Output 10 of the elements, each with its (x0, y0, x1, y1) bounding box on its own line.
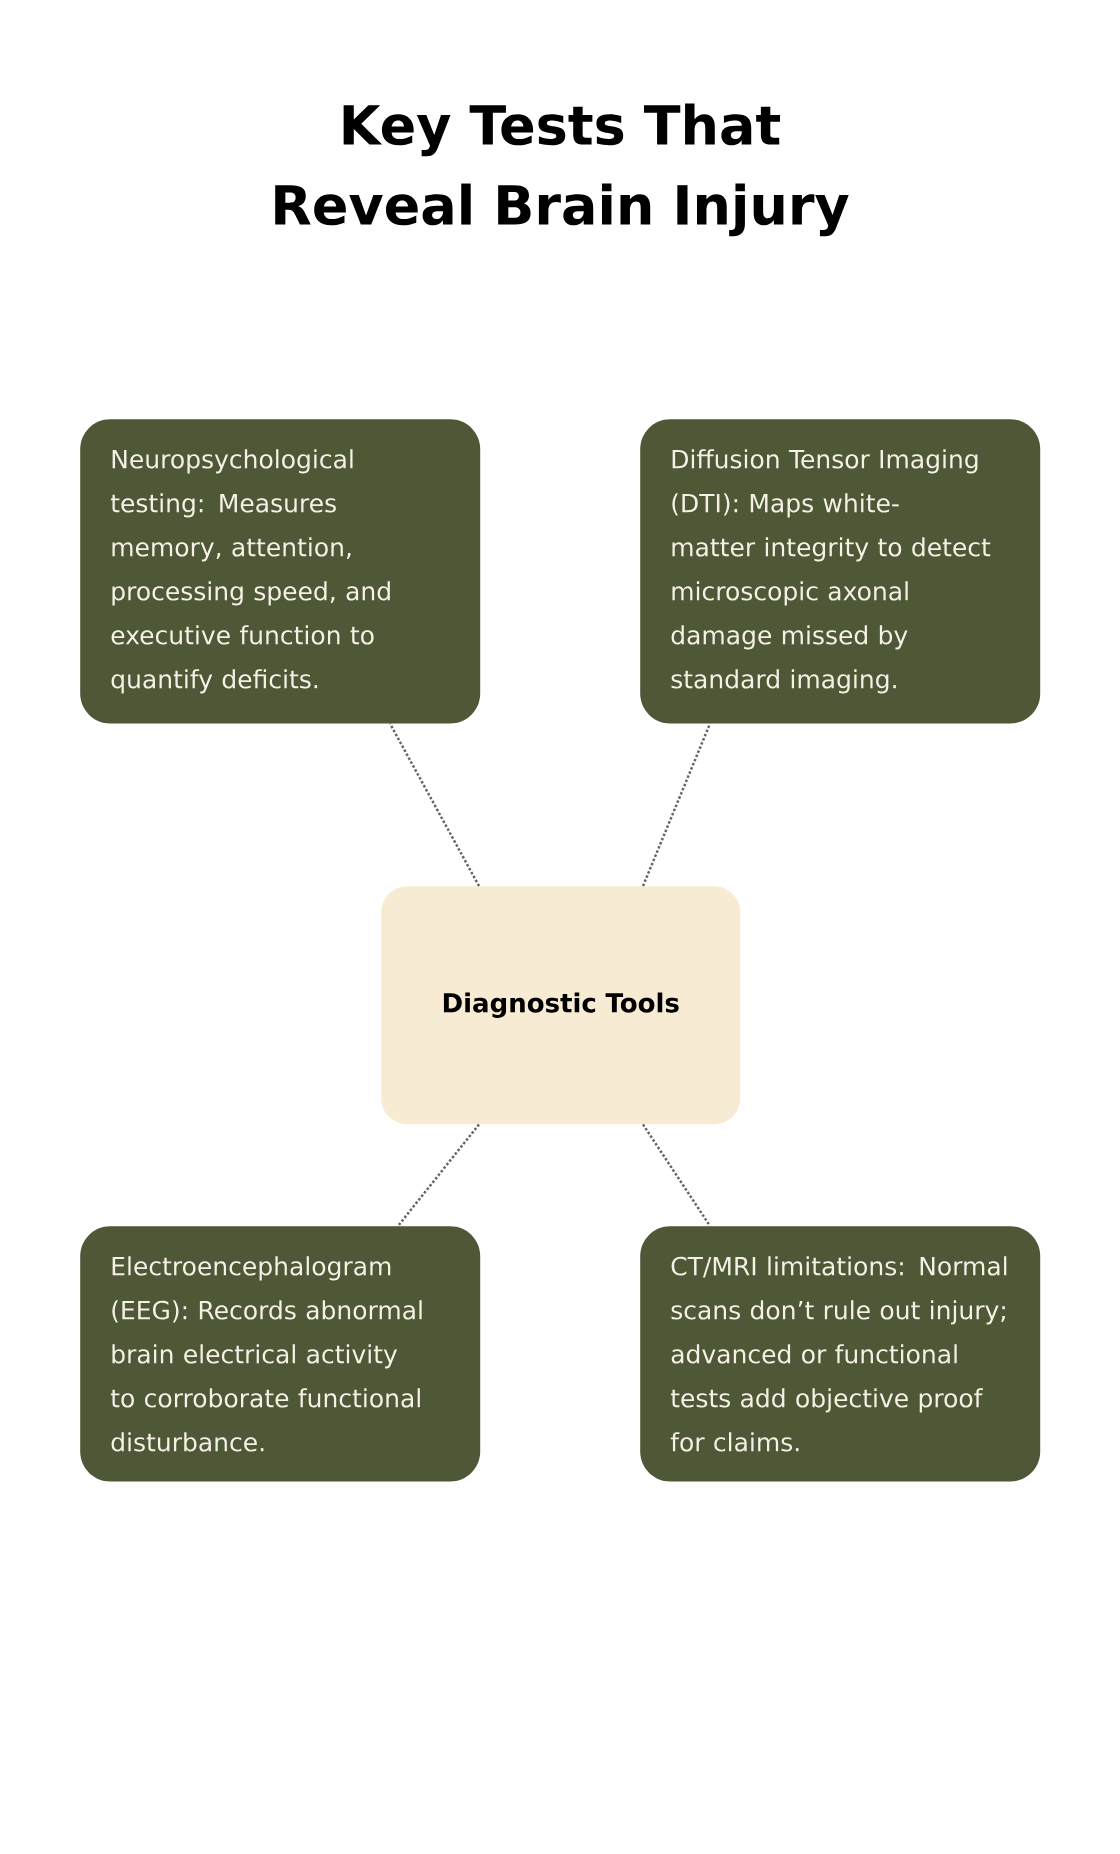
center-box: Diagnostic Tools (381, 886, 741, 1125)
text-box: Diffusion Tensor Imaging (DTI): Maps white-matter integrity to detect microscopic axonal damage missed by standard imaging. (640, 419, 1041, 724)
text-box: Neuropsychological testing: Measures memory, attention, processing speed, and executive function to quantify deficits. (80, 419, 481, 724)
connector-line (641, 1123, 712, 1227)
text-box: Electroencephalogram (EEG): Records abnormal brain electrical activity to corroborate functional disturbance. (80, 1226, 481, 1482)
connector-line (641, 723, 712, 887)
connector-line (388, 723, 481, 887)
title: Key Tests That Reveal Brain Injury (275, 103, 849, 237)
text-box: CT/MRI limitations: Normal scans don’t rule out injury; advanced or functional tests add objective proof for claims. (640, 1226, 1041, 1482)
connector-line (397, 1123, 480, 1227)
